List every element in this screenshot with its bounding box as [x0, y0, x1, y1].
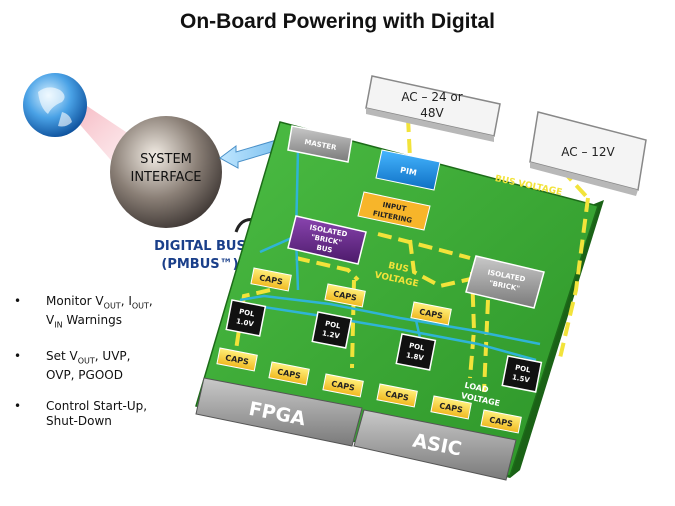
caps-module: CAPS: [216, 347, 258, 372]
caps-module: CAPS: [324, 283, 366, 308]
feature-text: Warnings: [62, 313, 122, 328]
caps-module: CAPS: [410, 301, 452, 326]
input-filtering-module: INPUT FILTERING: [357, 191, 431, 231]
ac-24-48-label-1: AC – 24 or: [401, 90, 462, 104]
system-interface-label-2: INTERFACE: [131, 170, 202, 185]
isolated-brick-module: ISOLATED "BRICK": [465, 255, 545, 309]
ac-24-48-label-2: 48V: [420, 106, 444, 120]
power-lines: [234, 117, 590, 393]
globe-landmass: [38, 87, 72, 127]
feature-text: Control Start-Up,: [46, 399, 148, 414]
pol-label: POL: [324, 320, 341, 331]
feature-list: • Monitor VOUT, IOUT, VIN Warnings • Set…: [14, 294, 204, 445]
bullet-marker: •: [14, 399, 22, 414]
feature-item-monitor: • Monitor VOUT, IOUT, VIN Warnings: [14, 294, 204, 333]
feature-text: Shut-Down: [46, 414, 112, 429]
feature-subscript: OUT: [77, 356, 95, 366]
caps-module: CAPS: [480, 409, 522, 434]
isolated-brick-bus-label-3: BUS: [316, 244, 333, 255]
feature-text: V: [46, 313, 55, 328]
feature-subscript: IN: [54, 320, 63, 330]
pol-label: POL: [514, 364, 531, 375]
caps-module: CAPS: [430, 395, 472, 420]
feature-text: , I: [120, 294, 132, 308]
pol-voltage-label: 1.5V: [511, 373, 531, 384]
caps-label: CAPS: [439, 401, 464, 414]
feature-item-set: • Set VOUT, UVP, OVP, PGOOD: [14, 349, 204, 383]
bullet-marker: •: [14, 294, 22, 308]
caps-module: CAPS: [250, 267, 292, 292]
caps-label: CAPS: [259, 273, 284, 286]
caps-label: CAPS: [385, 389, 410, 402]
system-interface-sphere: [110, 116, 222, 228]
digital-bus-label-1: DIGITAL BUS: [154, 239, 246, 254]
feature-text: OVP, PGOOD: [46, 368, 123, 383]
digital-bus-label-2: (PMBUS™): [161, 257, 238, 272]
fpga-chip: [195, 377, 363, 447]
caps-label: CAPS: [333, 289, 358, 302]
asic-chip: [353, 409, 517, 481]
page-title: On-Board Powering with Digital: [180, 10, 495, 33]
pim-label: PIM: [399, 166, 417, 178]
feature-text: Set V: [46, 348, 78, 363]
bus-voltage-mid-label-1: BUS: [387, 261, 409, 275]
caps-label: CAPS: [489, 415, 514, 428]
master-module: MASTER: [287, 125, 353, 163]
caps-label: CAPS: [225, 353, 250, 366]
pol-voltage-label: 1.0V: [235, 317, 255, 328]
caps-label: CAPS: [419, 307, 444, 320]
feature-subscript: OUT: [131, 301, 149, 311]
pol-label: POL: [238, 308, 255, 319]
caps-group: CAPS CAPS CAPS CAPS CAPS CAPS CAPS CAPS …: [216, 267, 522, 434]
isolated-brick-bus-module: ISOLATED "BRICK" BUS: [287, 215, 367, 265]
ac-24-48-source: AC – 24 or 48V: [365, 75, 501, 142]
feature-text: ,: [148, 294, 153, 308]
ac-12-source: AC – 12V: [529, 111, 647, 196]
system-interface-label-1: SYSTEM: [140, 152, 192, 167]
caps-label: CAPS: [277, 367, 302, 380]
feature-subscript: OUT: [103, 301, 121, 311]
bullet-marker: •: [14, 348, 22, 363]
caps-module: CAPS: [268, 361, 310, 386]
ac-12-label: AC – 12V: [561, 145, 615, 159]
caps-module: CAPS: [322, 373, 364, 398]
caps-label: CAPS: [331, 379, 356, 392]
feature-item-control: • Control Start-Up, Shut-Down: [14, 399, 204, 429]
pim-module: PIM: [375, 149, 441, 191]
caps-module: CAPS: [376, 383, 418, 408]
feature-text: Monitor V: [46, 294, 104, 308]
feature-text: , UVP,: [94, 348, 131, 363]
pol-voltage-label: 1.2V: [321, 329, 341, 340]
pol-voltage-label: 1.8V: [405, 351, 425, 362]
pol-label: POL: [408, 342, 425, 353]
